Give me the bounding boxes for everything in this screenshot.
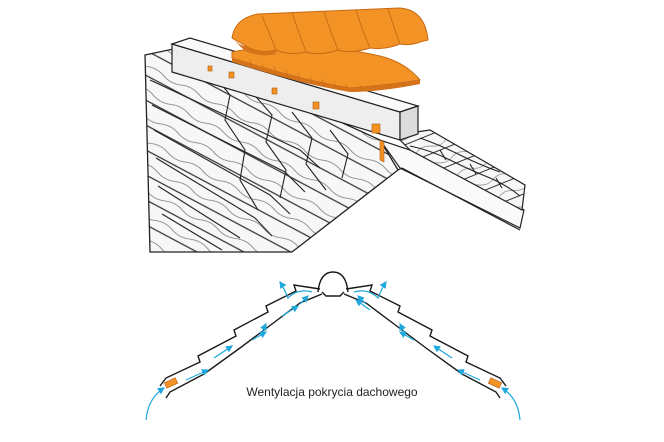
airflow-arrow-left-1	[185, 369, 210, 381]
airflow-arrow-left-2	[213, 345, 233, 359]
diagram-caption: Wentylacja pokrycia dachowego	[246, 385, 418, 399]
eave-vent-left	[163, 377, 179, 389]
airflow-arrow-upper-right	[357, 295, 367, 305]
roof-illustration	[144, 7, 526, 253]
airflow-arrows	[145, 281, 521, 421]
airflow-arrow-right-2	[433, 345, 453, 359]
roof-tiles	[149, 69, 349, 251]
airflow-arrow-upper-left	[299, 295, 309, 305]
airflow-arrow-ridge-left	[279, 281, 313, 300]
roof-outline	[159, 271, 507, 399]
ridge-tile	[231, 7, 429, 56]
airflow-arrow-mid-left	[259, 322, 267, 337]
cross-section-diagram	[145, 271, 521, 421]
airflow-arrow-mid-right	[399, 322, 407, 337]
right-roof-slope	[393, 129, 526, 211]
airflow-arrow-right-3	[398, 331, 415, 341]
airflow-arrow-left-4	[281, 305, 300, 317]
airflow-arrow-left-3	[251, 331, 268, 341]
airflow-arrow-ridge-right	[353, 281, 387, 300]
ventilation-clips	[207, 65, 381, 134]
airflow-arrow-right-1	[456, 369, 481, 381]
ventilation-strip	[231, 45, 421, 92]
eave-vent-right	[487, 377, 503, 389]
ventilation-strip-under	[379, 139, 385, 163]
airflow-arrow-eave-left	[145, 387, 166, 421]
ridge-gable	[378, 138, 525, 229]
airflow-arrow-eave-right	[500, 387, 521, 421]
